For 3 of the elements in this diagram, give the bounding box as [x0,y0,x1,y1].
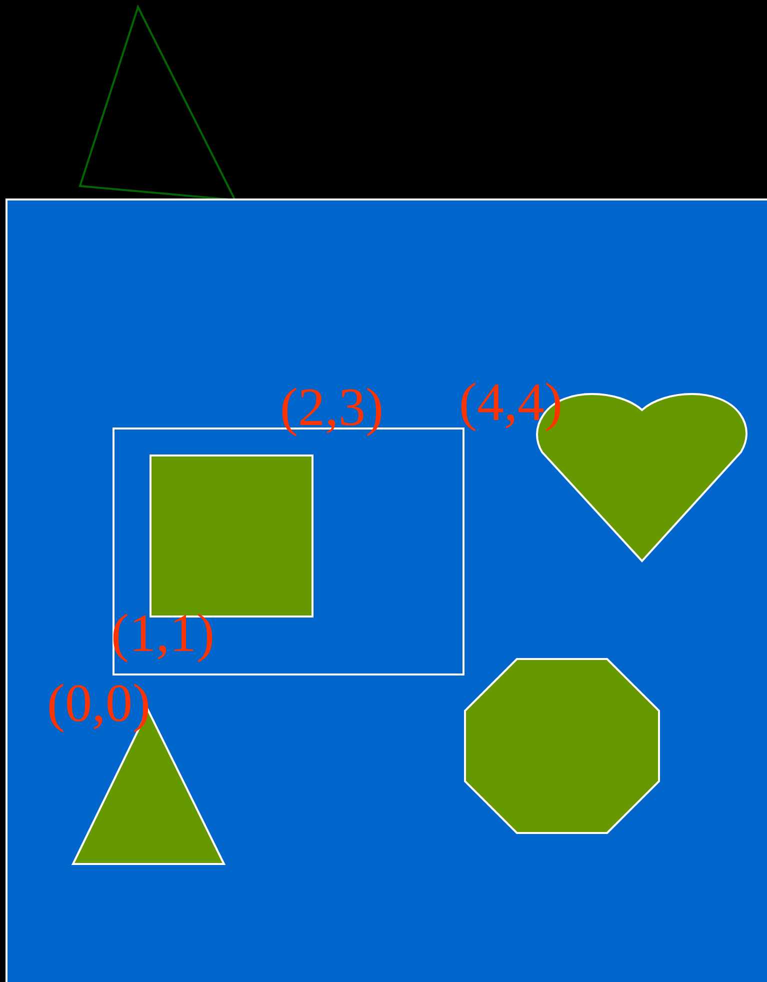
coordinate-label: (2,3) [280,380,384,434]
coordinate-label: (0,0) [47,676,150,730]
coordinate-label: (4,4) [459,375,562,429]
